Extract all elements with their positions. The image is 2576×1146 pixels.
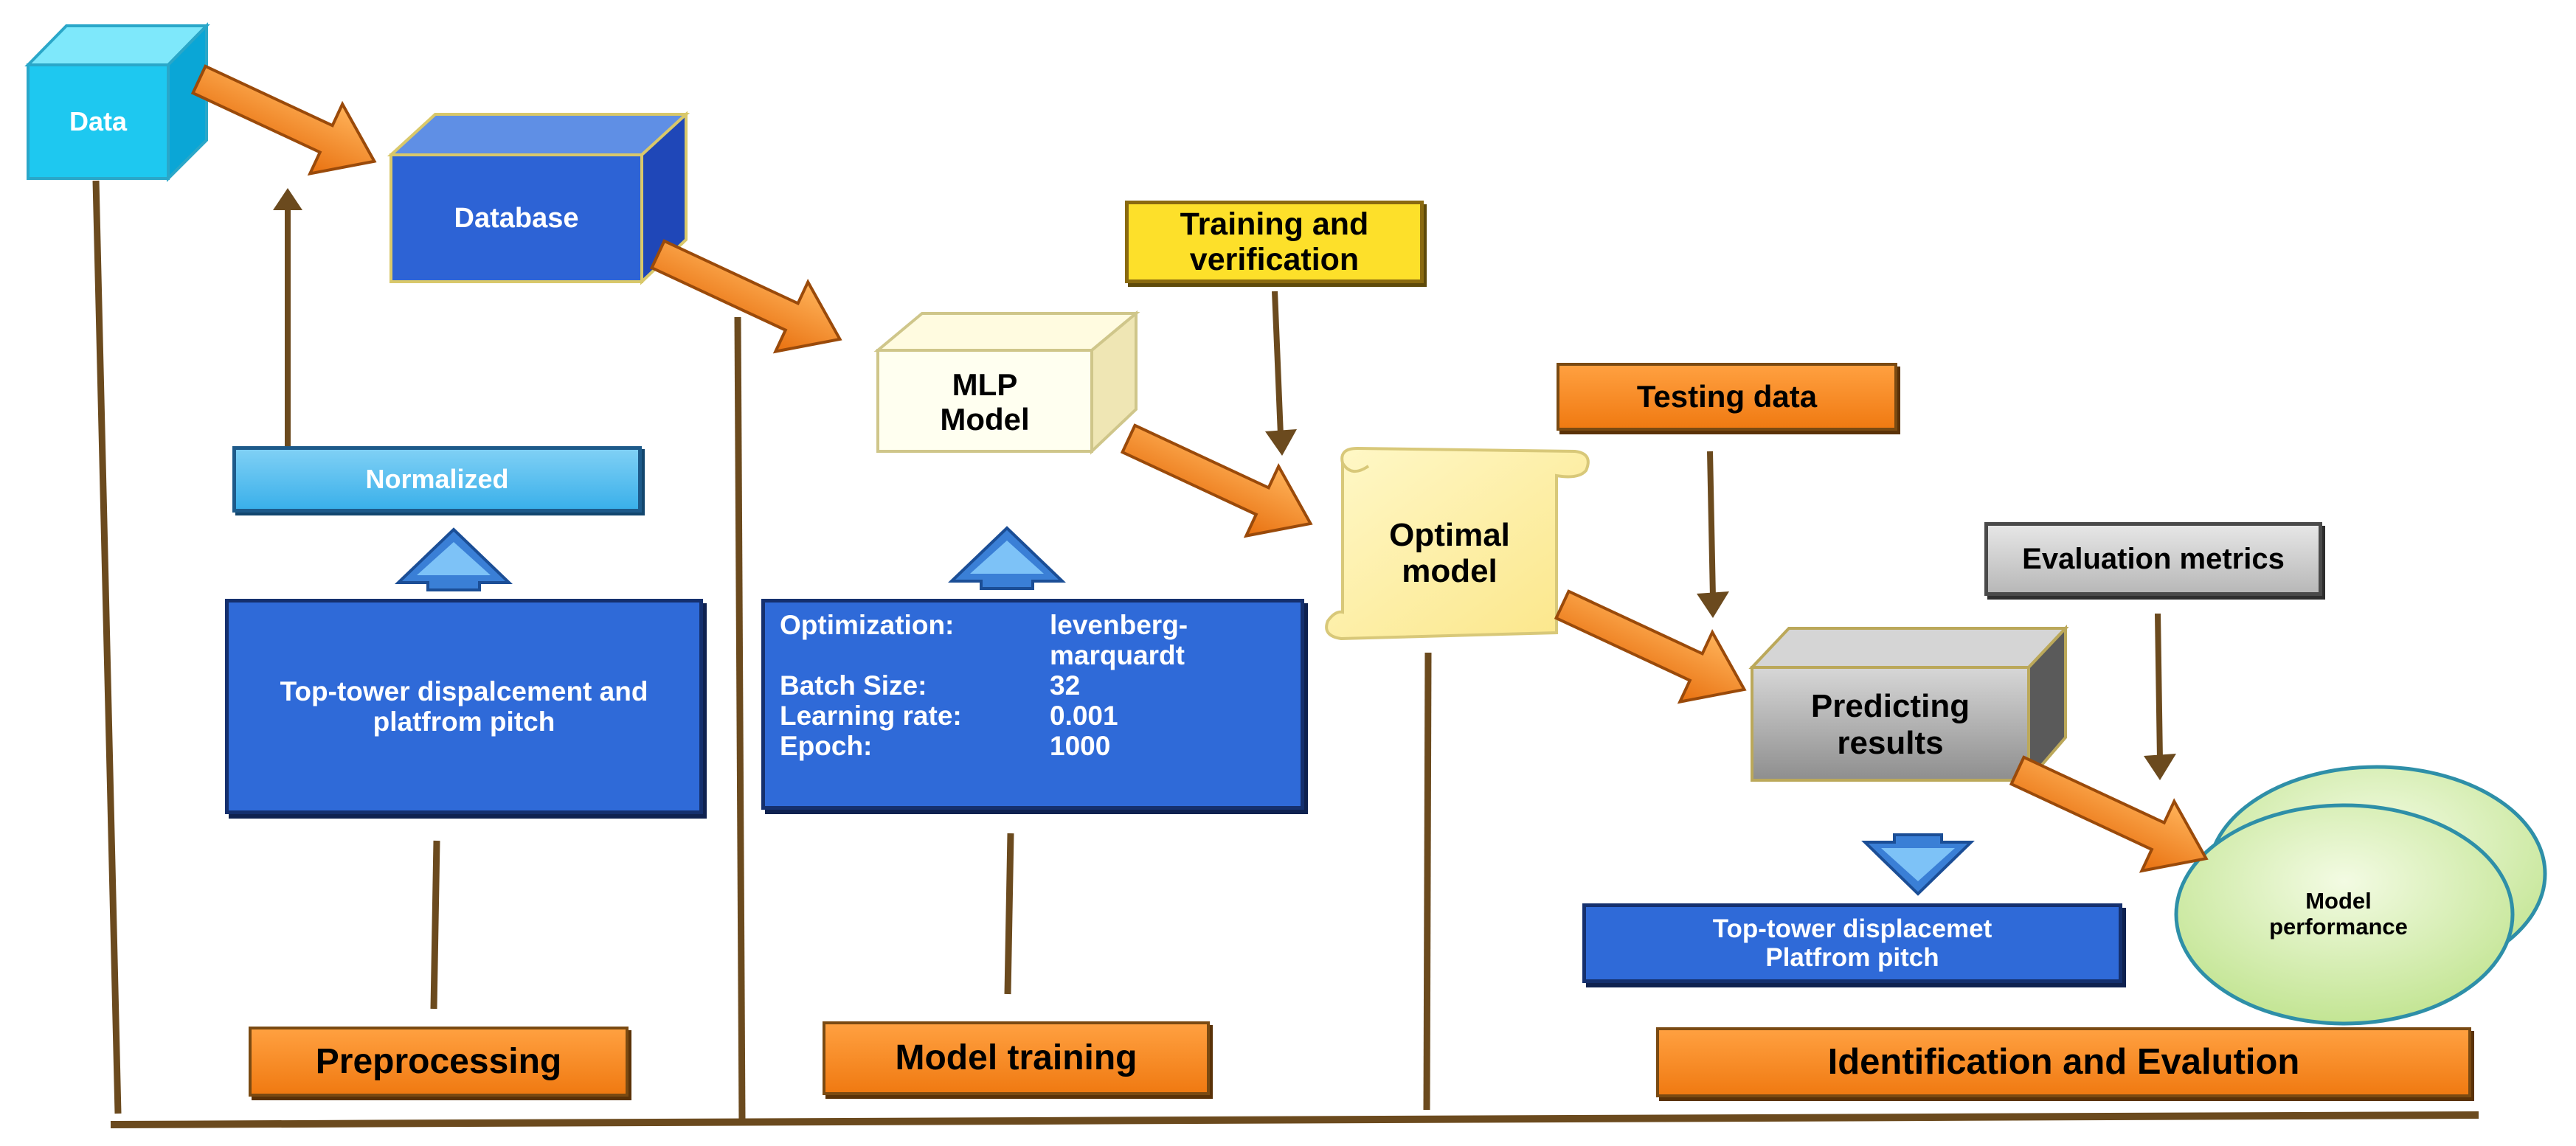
phase-identification: Identification and Evalution (1656, 1027, 2471, 1097)
training-params-box: Optimization: levenberg-marquardt Batch … (761, 599, 1304, 810)
arrow-data-to-database (190, 64, 377, 176)
arrow-optimal-to-predicting (1554, 589, 1747, 704)
chevron-down-icon (1861, 833, 1975, 896)
training-stem-line (1004, 833, 1014, 995)
param-row: Optimization: levenberg-marquardt (780, 610, 1286, 670)
arrow-mlp-to-optimal (1120, 423, 1313, 538)
testing-data-label: Testing data (1557, 363, 1897, 431)
down-arrows (1265, 291, 2176, 780)
param-row: Epoch: 1000 (780, 731, 1286, 761)
phase-preprocessing: Preprocessing (249, 1027, 629, 1097)
flow-arrows (190, 64, 2209, 873)
param-key: Learning rate: (780, 701, 962, 731)
optimal-model-scroll (1325, 446, 1590, 641)
chevron-up-icons (395, 526, 1066, 591)
model-performance-label: Model performance (2269, 888, 2408, 940)
param-value: 32 (1050, 670, 1081, 701)
arrow-database-to-mlp (649, 239, 842, 354)
param-key: Epoch: (780, 731, 873, 761)
predicting-results-cube (1748, 624, 2069, 785)
param-row: Learning rate: 0.001 (780, 701, 1286, 731)
output-item: Platfrom pitch (1765, 943, 1939, 972)
data-stem-line (92, 180, 122, 1114)
param-value: 0.001 (1050, 701, 1118, 731)
outputs-box: Top-tower displacemet Platfrom pitch (1582, 903, 2122, 983)
preprocessing-input-box: Top-tower dispalcement and platfrom pitc… (225, 599, 703, 814)
output-item: Top-tower displacemet (1712, 914, 1992, 943)
evaluation-down-arrowhead (2144, 754, 2176, 780)
predicting-results-label: Predicting results (1810, 688, 1970, 761)
phase-model-training: Model training (823, 1021, 1210, 1095)
model-performance-ellipses (2174, 765, 2547, 1026)
preprocessing-stem-line (430, 840, 440, 1010)
database-cube (387, 111, 690, 285)
database-label: Database (454, 202, 579, 234)
connector-lines (92, 180, 2479, 1128)
base-line (110, 1111, 2479, 1128)
normalized-label: Normalized (232, 446, 642, 513)
evaluation-metrics-label: Evaluation metrics (1984, 522, 2322, 596)
param-key: Optimization: (780, 610, 955, 640)
optimal-model-label: Optimal model (1389, 516, 1510, 589)
training-verification-label: Training and verification (1125, 201, 1424, 283)
param-value: 1000 (1050, 731, 1111, 761)
mlp-model-cube (873, 310, 1140, 455)
database-stem-line (734, 316, 746, 1122)
param-row: Batch Size: 32 (780, 670, 1286, 701)
mlp-model-label: MLP Model (940, 367, 1030, 437)
param-value: levenberg-marquardt (1050, 610, 1188, 670)
normalized-up-arrowhead (273, 188, 302, 210)
optimal-stem-line (1423, 652, 1432, 1111)
arrow-predicting-to-performance (2009, 755, 2209, 873)
testing-down-arrowhead (1697, 591, 1729, 618)
data-cube (24, 22, 210, 182)
training-down-arrowhead (1265, 429, 1297, 456)
param-key: Batch Size: (780, 670, 927, 701)
data-label: Data (69, 105, 128, 136)
